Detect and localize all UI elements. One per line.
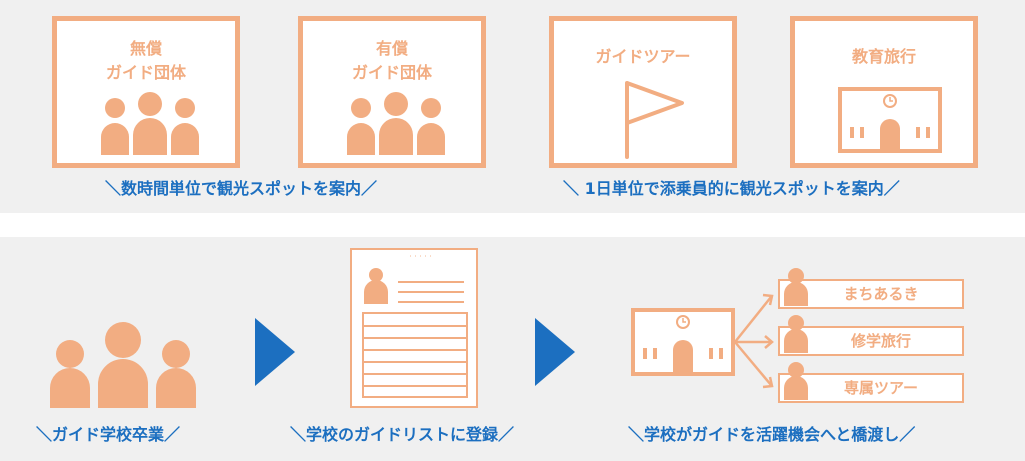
free-guide-group-card: 無償 ガイド団体 bbox=[52, 16, 240, 168]
destination-school-trip: 修学旅行 bbox=[778, 326, 964, 356]
destination-label: 修学旅行 bbox=[850, 332, 911, 350]
destination-town-walk: まちあるき bbox=[778, 279, 964, 309]
person-icon bbox=[784, 268, 808, 306]
paid-guide-group-card: 有償 ガイド団体 bbox=[298, 16, 486, 168]
person-icon bbox=[784, 315, 808, 353]
card-title-line1: 有償 bbox=[375, 39, 408, 58]
caption-full-day-guiding: ＼ 1日単位で添乗員的に観光スポットを案内／ bbox=[563, 179, 900, 198]
graduates-group-icon bbox=[50, 322, 196, 408]
destination-exclusive-tour: 専属ツアー bbox=[778, 373, 964, 403]
guide-tour-card: ガイドツアー bbox=[549, 16, 737, 168]
school-building-icon bbox=[838, 87, 942, 153]
group-of-people-icon bbox=[347, 92, 445, 155]
document-dots: ・・・・・ bbox=[408, 254, 434, 260]
profile-text-lines bbox=[398, 281, 464, 303]
school-building-icon bbox=[631, 308, 735, 376]
caption-short-guiding: ＼数時間単位で観光スポットを案内／ bbox=[105, 179, 378, 198]
guide-list-document: ・・・・・ bbox=[350, 248, 478, 408]
card-title-line1: 無償 bbox=[129, 39, 162, 58]
destination-label: まちあるき bbox=[843, 285, 919, 303]
person-icon bbox=[784, 362, 808, 400]
caption-register: ＼学校のガイドリストに登録／ bbox=[290, 425, 515, 444]
caption-graduate: ＼ガイド学校卒業／ bbox=[36, 425, 181, 444]
flag-icon bbox=[625, 81, 684, 159]
destination-label: 専属ツアー bbox=[843, 379, 919, 397]
profile-person-icon bbox=[364, 268, 388, 304]
card-title: 教育旅行 bbox=[851, 47, 916, 66]
connector-arrows bbox=[734, 293, 774, 389]
card-title-line2: ガイド団体 bbox=[105, 63, 186, 82]
arrow-right-icon bbox=[255, 318, 295, 386]
list-table bbox=[362, 312, 468, 398]
card-title: ガイドツアー bbox=[595, 47, 691, 66]
educational-trip-card: 教育旅行 bbox=[790, 16, 978, 168]
group-of-people-icon bbox=[101, 92, 199, 155]
arrow-right-icon bbox=[535, 318, 575, 386]
caption-bridge-opportunities: ＼学校がガイドを活躍機会へと橋渡し／ bbox=[628, 425, 916, 444]
card-title-line2: ガイド団体 bbox=[351, 63, 432, 82]
